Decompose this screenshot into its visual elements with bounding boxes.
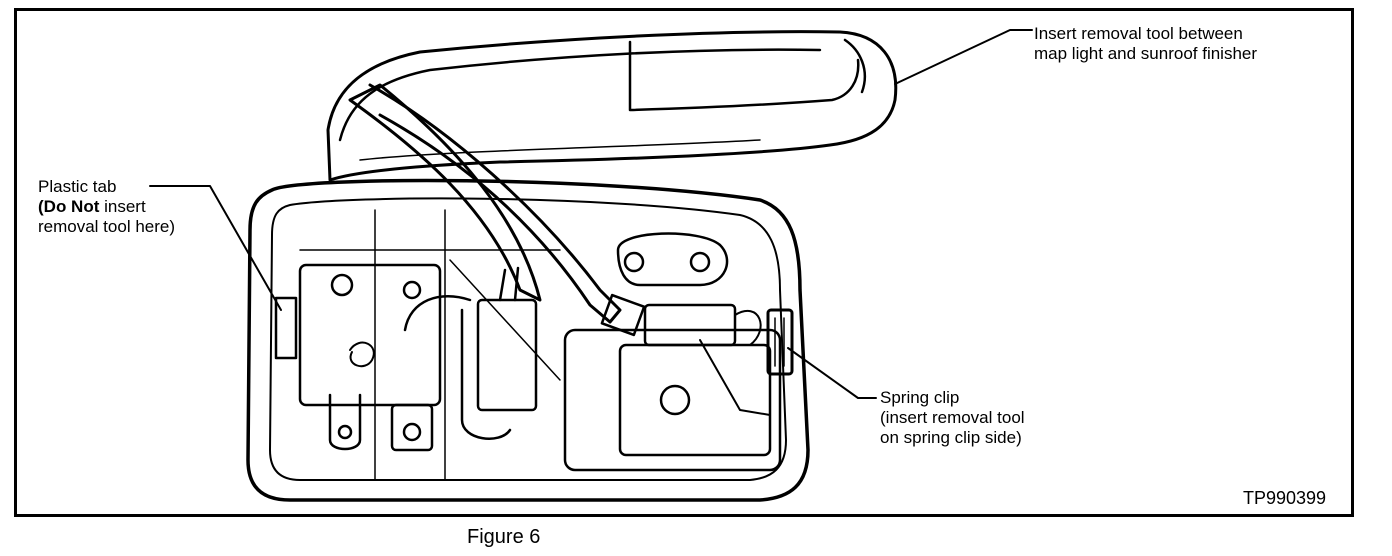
leader-spring-clip: [787, 347, 877, 399]
insert-tool-line2: map light and sunroof finisher: [1034, 44, 1258, 63]
plastic-tab-line3: removal tool here): [38, 217, 176, 236]
callout-insert-tool: Insert removal tool between map light an…: [1034, 24, 1257, 64]
plastic-tab-line2: (Do Not insert: [38, 197, 175, 217]
spring-clip-line3: on spring clip side): [880, 428, 1022, 447]
plastic-tab-open-paren: (: [38, 197, 44, 216]
callout-spring-clip: Spring clip (insert removal tool on spri…: [880, 388, 1025, 448]
leader-insert-tool: [894, 29, 1033, 85]
lamp-socket: [563, 232, 782, 472]
plastic-tab-insert: insert: [99, 197, 146, 216]
figure-caption: Figure 6: [467, 526, 541, 548]
spring-clip-line1: Spring clip: [880, 388, 960, 407]
left-switch-module: [274, 263, 442, 452]
plastic-tab-do-not: Do Not: [43, 197, 100, 216]
leader-plastic-tab: [149, 185, 282, 311]
callout-plastic-tab: Plastic tab (Do Not insert removal tool …: [38, 177, 175, 237]
leader-lines: [149, 29, 1033, 399]
spring-clip: [766, 308, 794, 376]
removal-tool: [348, 83, 646, 337]
map-light-housing: [246, 178, 810, 502]
sunroof-finisher: [326, 30, 898, 182]
figure-id: TP990399: [1243, 488, 1327, 508]
plastic-tab-line1: Plastic tab: [38, 177, 117, 196]
middle-connector: [299, 209, 561, 481]
spring-clip-line2: (insert removal tool: [880, 408, 1025, 427]
insert-tool-line1: Insert removal tool between: [1034, 24, 1243, 43]
figure-frame: [14, 8, 1354, 517]
